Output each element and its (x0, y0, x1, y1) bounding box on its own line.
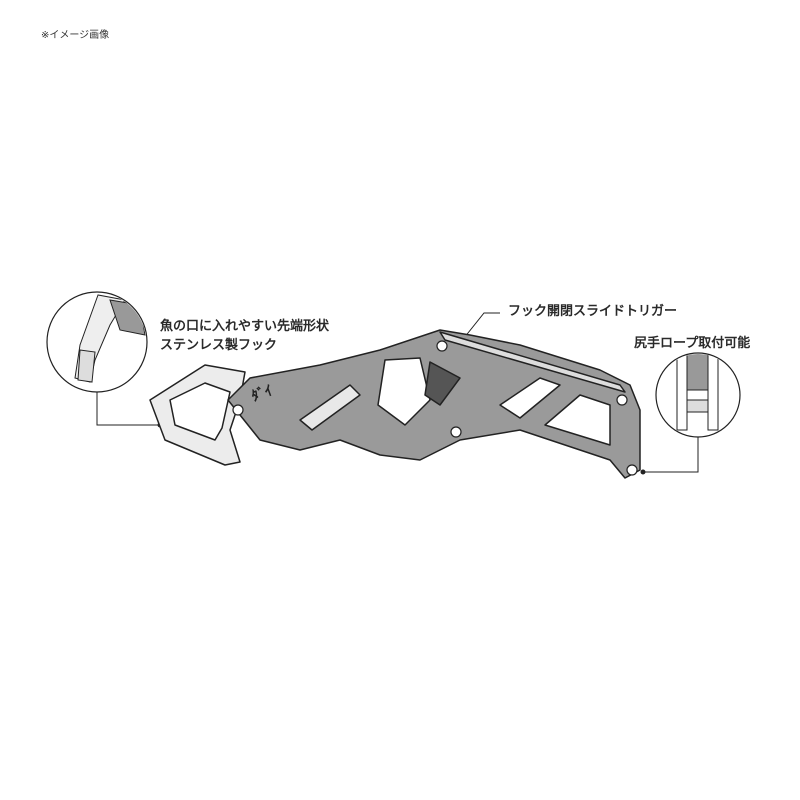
rivets (232, 340, 638, 476)
callout-hook-line2: ステンレス製フック (160, 338, 278, 353)
callout-trigger: フック開閉スライドトリガー (508, 304, 678, 319)
callout-hook-line1: 魚の口に入れやすい先端形状 (160, 319, 330, 334)
hook-detail-circle (46, 291, 163, 428)
rope-detail-circle (640, 352, 741, 475)
brand-logo: ﾀﾞｲ (249, 382, 275, 405)
grip-body (149, 329, 641, 479)
callout-rope: 尻手ロープ取付可能 (634, 336, 751, 351)
image-note: ※イメージ画像 (41, 30, 110, 41)
callout-hook: 魚の口に入れやすい先端形状 ステンレス製フック (160, 317, 329, 355)
